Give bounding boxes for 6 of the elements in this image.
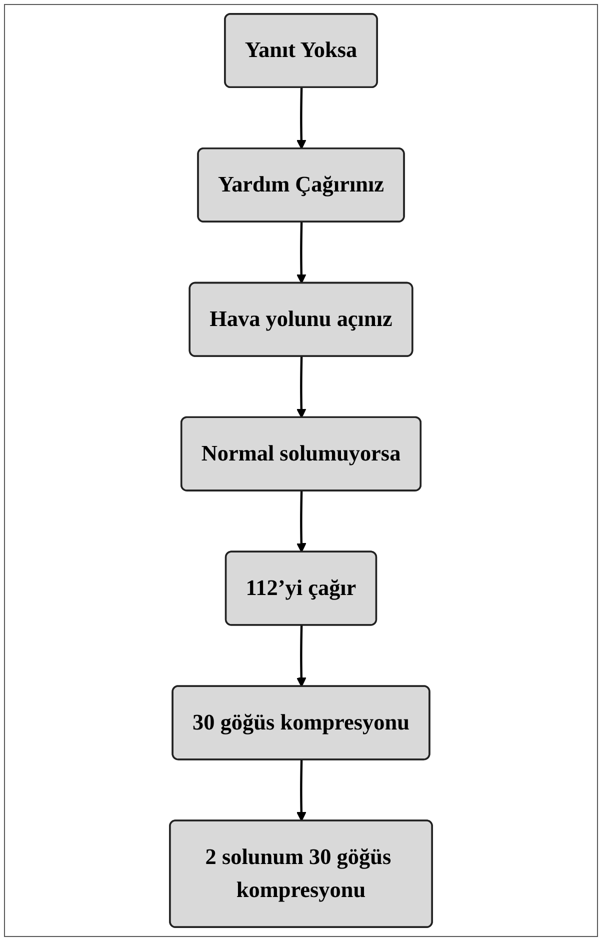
arrow [296,222,306,284]
arrow [296,760,306,822]
arrow [296,88,306,150]
arrow [296,491,306,553]
arrow [296,625,306,688]
arrow [296,356,306,418]
